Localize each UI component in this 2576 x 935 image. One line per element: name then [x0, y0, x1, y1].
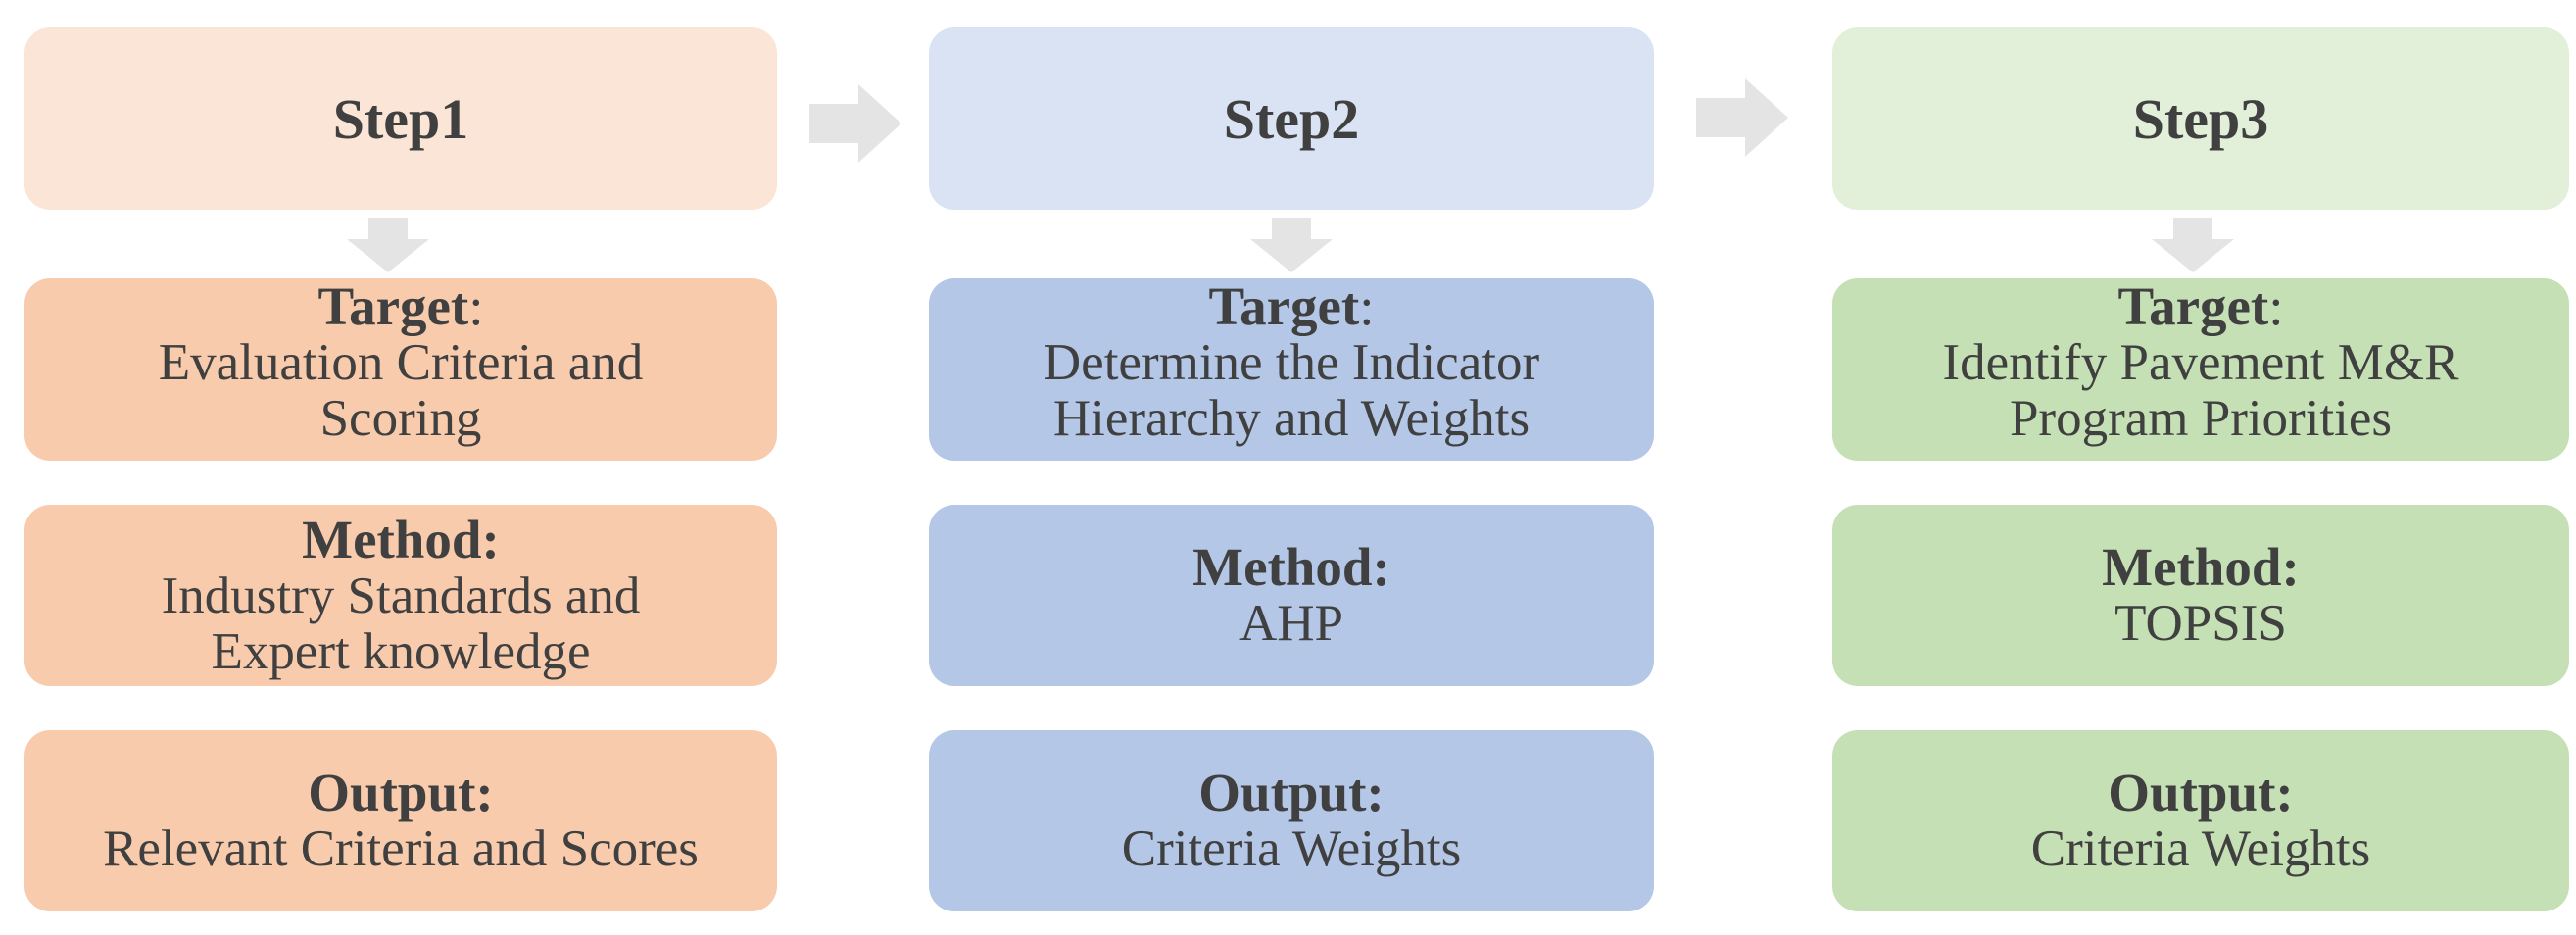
method-label: Method: — [1192, 537, 1390, 597]
step1-output-box: Output: Relevant Criteria and Scores — [24, 730, 777, 911]
target-colon: : — [468, 276, 484, 336]
step2-method-heading: Method: — [1192, 539, 1390, 596]
step2-title: Step2 — [1223, 86, 1360, 151]
right-arrow-icon — [1696, 78, 1788, 157]
step1-method-heading: Method: — [302, 509, 500, 569]
step2-target-heading: Target: — [1208, 278, 1374, 335]
step2-output-text: Criteria Weights — [1121, 820, 1462, 877]
step3-title: Step3 — [2132, 86, 2269, 151]
target-label: Target — [317, 276, 469, 336]
step3-output-heading: Output: — [2108, 764, 2294, 821]
down-arrow-icon — [347, 218, 429, 272]
method-label: Method: — [2102, 537, 2300, 597]
output-label: Output: — [1198, 763, 1385, 822]
target-label: Target — [2117, 276, 2269, 336]
step1-target-box: Target: Evaluation Criteria and Scoring — [24, 278, 777, 461]
step1-target-heading: Target: — [317, 278, 483, 335]
step3-target-text: Identify Pavement M&R Program Priorities — [1942, 334, 2459, 447]
step1-method-box: Method: Industry Standards and Expert kn… — [24, 505, 777, 686]
target-colon: : — [1359, 276, 1375, 336]
step1-output-heading: Output: — [308, 764, 494, 821]
step3-method-heading: Method: — [2102, 539, 2300, 596]
step1-header: Step1 — [24, 27, 777, 210]
step3-method-box: Method: TOPSIS — [1832, 505, 2569, 686]
step1-output-text: Relevant Criteria and Scores — [103, 820, 699, 877]
target-label: Target — [1208, 276, 1360, 336]
down-arrow-icon — [2152, 218, 2234, 272]
step3-output-text: Criteria Weights — [2030, 820, 2371, 877]
step3-method-text: TOPSIS — [2114, 595, 2287, 652]
step1-target-text: Evaluation Criteria and Scoring — [158, 334, 644, 447]
step2-target-box: Target: Determine the Indicator Hierarch… — [929, 278, 1654, 461]
right-arrow-icon — [809, 84, 901, 163]
step3-header: Step3 — [1832, 27, 2569, 210]
output-label: Output: — [2108, 763, 2294, 822]
step2-method-text: AHP — [1239, 595, 1344, 652]
step2-method-box: Method: AHP — [929, 505, 1654, 686]
method-label: Method: — [302, 509, 500, 569]
step2-target-text: Determine the Indicator Hierarchy and We… — [1043, 334, 1540, 447]
step1-title: Step1 — [332, 86, 469, 151]
step2-header: Step2 — [929, 27, 1654, 210]
step3-target-box: Target: Identify Pavement M&R Program Pr… — [1832, 278, 2569, 461]
step2-output-box: Output: Criteria Weights — [929, 730, 1654, 911]
step1-method-text: Industry Standards and Expert knowledge — [161, 566, 641, 680]
step2-output-heading: Output: — [1198, 764, 1385, 821]
output-label: Output: — [308, 763, 494, 822]
step3-output-box: Output: Criteria Weights — [1832, 730, 2569, 911]
down-arrow-icon — [1250, 218, 1333, 272]
step3-target-heading: Target: — [2117, 278, 2283, 335]
target-colon: : — [2268, 276, 2284, 336]
